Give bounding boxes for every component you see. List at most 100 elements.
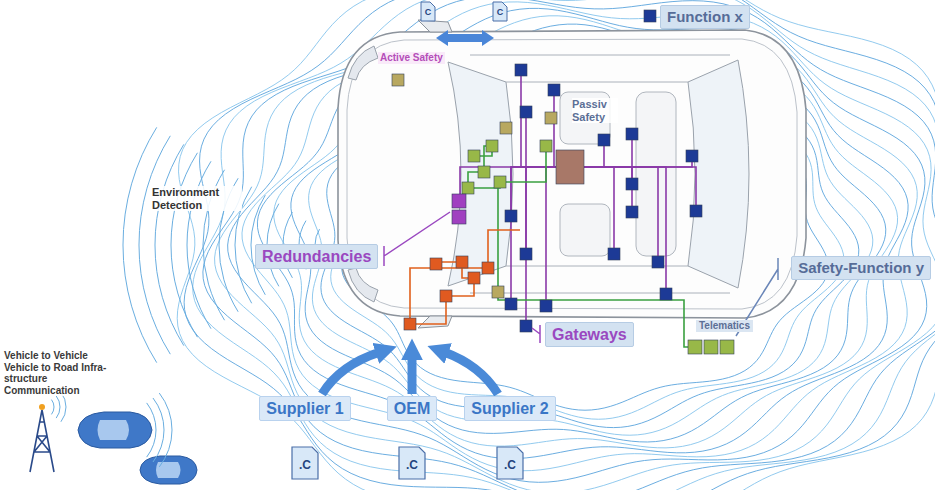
ecu-box	[520, 106, 532, 118]
bus-wire	[498, 182, 688, 347]
ecu-box	[404, 318, 416, 330]
radio-wave	[215, 2, 935, 490]
ecu-box	[440, 290, 452, 302]
bus-wire	[546, 167, 570, 306]
ecu-box	[598, 134, 610, 146]
antenna-tip	[39, 404, 45, 410]
ecu-box	[548, 84, 560, 96]
function-callout: Function x	[660, 5, 750, 29]
ecu-box	[515, 64, 527, 76]
ecu-box	[430, 258, 442, 270]
callout-text: Supplier 2	[471, 399, 548, 418]
ecu-box	[505, 298, 517, 310]
rear-seat	[636, 92, 676, 256]
ecu-box	[520, 320, 532, 332]
radio-wave	[177, 0, 935, 490]
ecu-box	[520, 248, 532, 260]
redundancy-callout: Redundancies	[255, 244, 378, 269]
leader-line	[384, 212, 450, 266]
bus-wire	[570, 156, 692, 167]
file-label: .C	[299, 459, 311, 473]
ecu-box	[392, 74, 404, 86]
supplier-box: Supplier 2	[464, 396, 555, 421]
bus-wire	[460, 167, 570, 208]
ecu-box	[494, 176, 506, 188]
note-label: Vehicle to Vehicle Vehicle to Road Infra…	[4, 350, 116, 396]
radio-wave	[228, 8, 927, 482]
radio-wave	[61, 392, 66, 422]
supply-arrow	[408, 356, 417, 394]
ecu-box	[492, 286, 504, 298]
file-label: .C	[406, 459, 418, 473]
ecu-box	[608, 248, 620, 260]
ecu-box	[545, 112, 557, 124]
ecu-box	[720, 340, 734, 354]
ecu-box	[556, 150, 584, 184]
ecu-box	[688, 340, 702, 354]
callout-text: Redundancies	[262, 247, 371, 266]
callout-text: Safety-Function y	[798, 259, 924, 277]
ecu-box	[482, 262, 494, 274]
ecu-box	[468, 150, 480, 162]
seat	[560, 204, 610, 256]
domain-label: Active Safety	[378, 52, 445, 64]
ecu-box	[540, 300, 552, 312]
ecu-box	[626, 128, 638, 140]
ecu-box	[704, 340, 718, 354]
radio-wave	[203, 0, 935, 490]
car-window	[156, 462, 181, 478]
callout-text: Supplier 1	[266, 399, 343, 418]
leader-line	[532, 325, 540, 343]
function-callout: Safety-Function y	[791, 256, 931, 280]
bus-wire	[570, 167, 666, 294]
radio-wave	[257, 24, 908, 459]
radio-tower	[30, 410, 54, 472]
domain-label: Telematics	[696, 320, 753, 332]
supplier-box: OEM	[387, 396, 437, 421]
small-car	[140, 456, 197, 484]
radio-wave	[193, 0, 935, 490]
radio-wave	[159, 393, 172, 467]
file-letter: C	[497, 7, 504, 17]
bus-wire	[570, 167, 696, 211]
document-icon	[493, 2, 507, 21]
sensor-wave	[139, 136, 170, 354]
document-icon	[292, 447, 318, 479]
ecu-box	[486, 140, 498, 152]
supplier-box: Supplier 1	[259, 396, 350, 421]
ecu-box	[500, 122, 512, 134]
ecu-box	[690, 205, 702, 217]
windshield	[448, 62, 513, 286]
mirror	[418, 20, 452, 328]
note-label: Environment Detection	[150, 186, 242, 211]
ecu-box	[456, 256, 468, 268]
radio-wave	[51, 400, 54, 415]
rear-window	[688, 60, 749, 288]
ecu-box	[452, 210, 466, 224]
gateway-callout: Gateways	[545, 322, 634, 347]
radio-wave	[147, 403, 156, 457]
document-icon	[421, 2, 435, 21]
callout-text: Gateways	[552, 325, 627, 344]
sensor-wave	[123, 127, 157, 362]
bus-wire	[500, 146, 546, 182]
ecu-box	[660, 288, 672, 300]
radio-wave	[153, 398, 164, 462]
document-icon	[399, 447, 425, 479]
sensor-wave	[155, 144, 184, 345]
file-label: .C	[504, 459, 516, 473]
radio-wave	[56, 396, 60, 418]
small-car	[78, 412, 152, 448]
domain-label: Passiv Safety	[572, 98, 618, 123]
supply-arrow	[444, 352, 498, 394]
ecu-box	[468, 272, 480, 284]
ecu-box	[652, 256, 664, 268]
car-body	[338, 30, 806, 318]
ecu-box	[505, 210, 517, 222]
ecu-box	[686, 150, 698, 162]
radio-wave	[242, 16, 917, 471]
ecu-box	[626, 178, 638, 190]
bus-wire	[511, 167, 570, 304]
bus-wire	[410, 268, 488, 324]
callout-text: Function x	[667, 8, 743, 26]
